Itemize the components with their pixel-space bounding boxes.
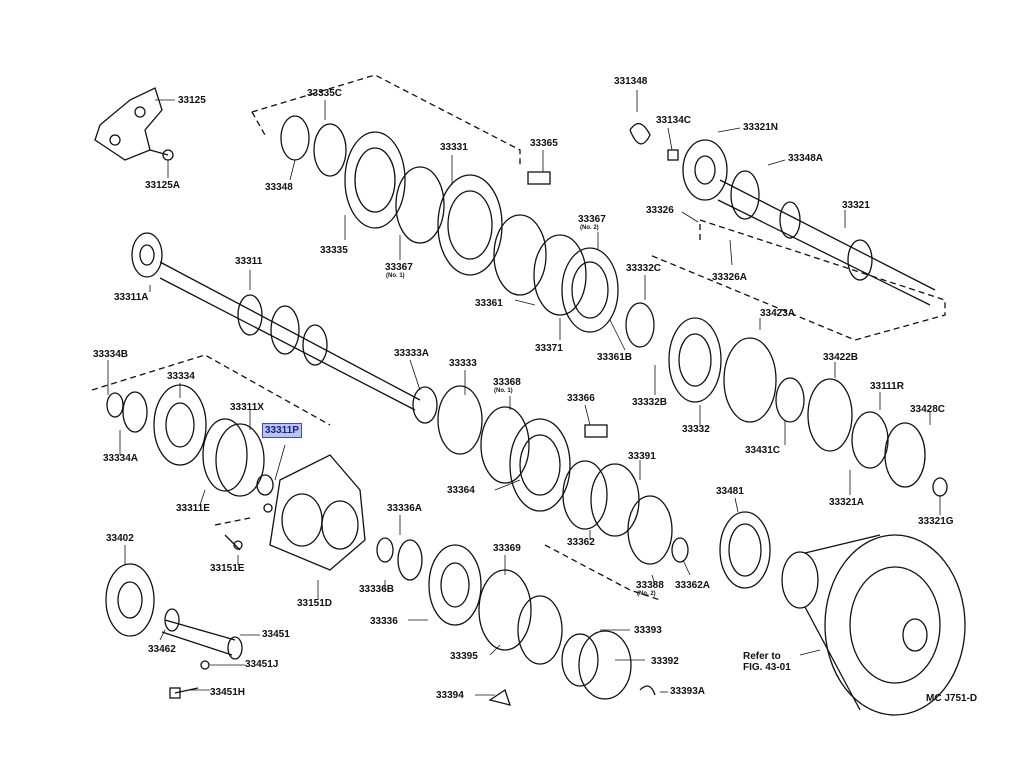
label-33321a[interactable]: 33321A xyxy=(829,497,865,508)
label-33394[interactable]: 33394 xyxy=(436,690,464,701)
label-33333[interactable]: 33333 xyxy=(449,358,477,369)
label-33334b[interactable]: 33334B xyxy=(93,349,129,360)
label-33334[interactable]: 33334 xyxy=(167,371,195,382)
label-33462[interactable]: 33462 xyxy=(148,644,176,655)
plate-33151D xyxy=(224,454,366,571)
key-33365 xyxy=(527,171,551,185)
label-33365[interactable]: 33365 xyxy=(530,138,558,149)
label-33335c[interactable]: 33335C xyxy=(307,88,343,99)
label-33393a[interactable]: 33393A xyxy=(670,686,706,697)
gear-33332 xyxy=(668,317,805,423)
label-33321[interactable]: 33321 xyxy=(842,200,870,211)
label-33332c[interactable]: 33332C xyxy=(626,263,662,274)
label-33321g[interactable]: 33321G xyxy=(918,516,954,527)
label-33388-sub: (No. 2) xyxy=(637,591,656,597)
label-33368[interactable]: 33368 xyxy=(493,377,521,388)
label-33362a[interactable]: 33362A xyxy=(675,580,711,591)
label-33371[interactable]: 33371 xyxy=(535,343,563,354)
label-33402[interactable]: 33402 xyxy=(106,533,134,544)
label-33111r[interactable]: 33111R xyxy=(870,381,904,392)
gear-33422B xyxy=(807,378,948,497)
label-33335[interactable]: 33335 xyxy=(320,245,348,256)
upper-group-box xyxy=(251,74,521,165)
label-33368-sub: (No. 1) xyxy=(494,388,513,394)
label-33311a[interactable]: 33311A xyxy=(114,292,149,303)
label-33336b[interactable]: 33336B xyxy=(359,584,395,595)
input-shaft-33311 xyxy=(131,232,421,411)
label-33332b[interactable]: 33332B xyxy=(632,397,668,408)
label-33369[interactable]: 33369 xyxy=(493,543,521,554)
label-33334a[interactable]: 33334A xyxy=(103,453,139,464)
ring-33311E xyxy=(202,418,274,497)
label-33367-no1[interactable]: 33367 xyxy=(385,262,413,273)
bracket-33125 xyxy=(94,87,174,161)
gear-33402 xyxy=(105,563,243,699)
label-33367-no2[interactable]: 33367 xyxy=(578,214,606,225)
label-33423a[interactable]: 33423A xyxy=(760,308,796,319)
figure-code: MC J751-D xyxy=(926,693,978,704)
label-33422b[interactable]: 33422B xyxy=(823,352,859,363)
label-33125a[interactable]: 33125A xyxy=(145,180,181,191)
label-33362[interactable]: 33362 xyxy=(567,537,595,548)
label-33331[interactable]: 33331 xyxy=(440,142,468,153)
label-33451h[interactable]: 33451H xyxy=(210,687,246,698)
label-33151d[interactable]: 33151D xyxy=(297,598,333,609)
label-33326a[interactable]: 33326A xyxy=(712,272,748,283)
label-33311e[interactable]: 33311E xyxy=(176,503,210,514)
lower-group-box xyxy=(91,354,331,426)
label-33311x[interactable]: 33311X xyxy=(230,402,264,413)
label-33151e[interactable]: 33151E xyxy=(210,563,245,574)
synchro-33364 xyxy=(412,385,689,565)
label-33451j[interactable]: 33451J xyxy=(245,659,279,670)
label-33321n[interactable]: 33321N xyxy=(743,122,779,133)
label-33361[interactable]: 33361 xyxy=(475,298,503,309)
counter-shaft-box xyxy=(649,219,946,341)
label-33428c[interactable]: 33428C xyxy=(910,404,946,415)
refer-note: Refer to FIG. 43-01 xyxy=(743,651,791,673)
label-33393[interactable]: 33393 xyxy=(634,625,662,636)
label-33451[interactable]: 33451 xyxy=(262,629,290,640)
label-33311p-highlighted[interactable]: 33311P xyxy=(262,423,302,438)
label-33125[interactable]: 33125 xyxy=(178,95,206,106)
label-33367-no2-sub: (No. 2) xyxy=(580,225,599,231)
counter-shaft-33321 xyxy=(629,123,936,306)
label-33333a[interactable]: 33333A xyxy=(394,348,430,359)
label-33336[interactable]: 33336 xyxy=(370,616,398,627)
seal-33481 xyxy=(719,511,771,589)
label-33431c[interactable]: 33431C xyxy=(745,445,781,456)
gear-33335 xyxy=(280,115,406,229)
refer-note-line1: Refer to xyxy=(743,651,781,662)
label-33311[interactable]: 33311 xyxy=(235,256,263,267)
label-33134c[interactable]: 33134C xyxy=(656,115,692,126)
synchro-33331 xyxy=(395,166,547,296)
refer-note-line2: FIG. 43-01 xyxy=(743,662,791,673)
label-33326[interactable]: 33326 xyxy=(646,205,674,216)
label-33391[interactable]: 33391 xyxy=(628,451,656,462)
label-33392[interactable]: 33392 xyxy=(651,656,679,667)
key-33366 xyxy=(584,424,608,438)
label-33388[interactable]: 33388 xyxy=(636,580,664,591)
label-33348[interactable]: 33348 xyxy=(265,182,293,193)
label-33367-no1-sub: (No. 1) xyxy=(386,273,405,279)
leader-lines xyxy=(107,90,941,696)
gear-33371 xyxy=(533,234,655,348)
label-33361b[interactable]: 33361B xyxy=(597,352,633,363)
gear-33336 xyxy=(376,537,656,706)
label-33395[interactable]: 33395 xyxy=(450,651,478,662)
output-housing xyxy=(781,534,966,716)
label-33348a[interactable]: 33348A xyxy=(788,153,824,164)
label-33481[interactable]: 33481 xyxy=(716,486,744,497)
label-33364[interactable]: 33364 xyxy=(447,485,475,496)
label-33332[interactable]: 33332 xyxy=(682,424,710,435)
label-33336a[interactable]: 33336A xyxy=(387,503,423,514)
label-331348[interactable]: 331348 xyxy=(614,76,648,87)
label-33366[interactable]: 33366 xyxy=(567,393,595,404)
